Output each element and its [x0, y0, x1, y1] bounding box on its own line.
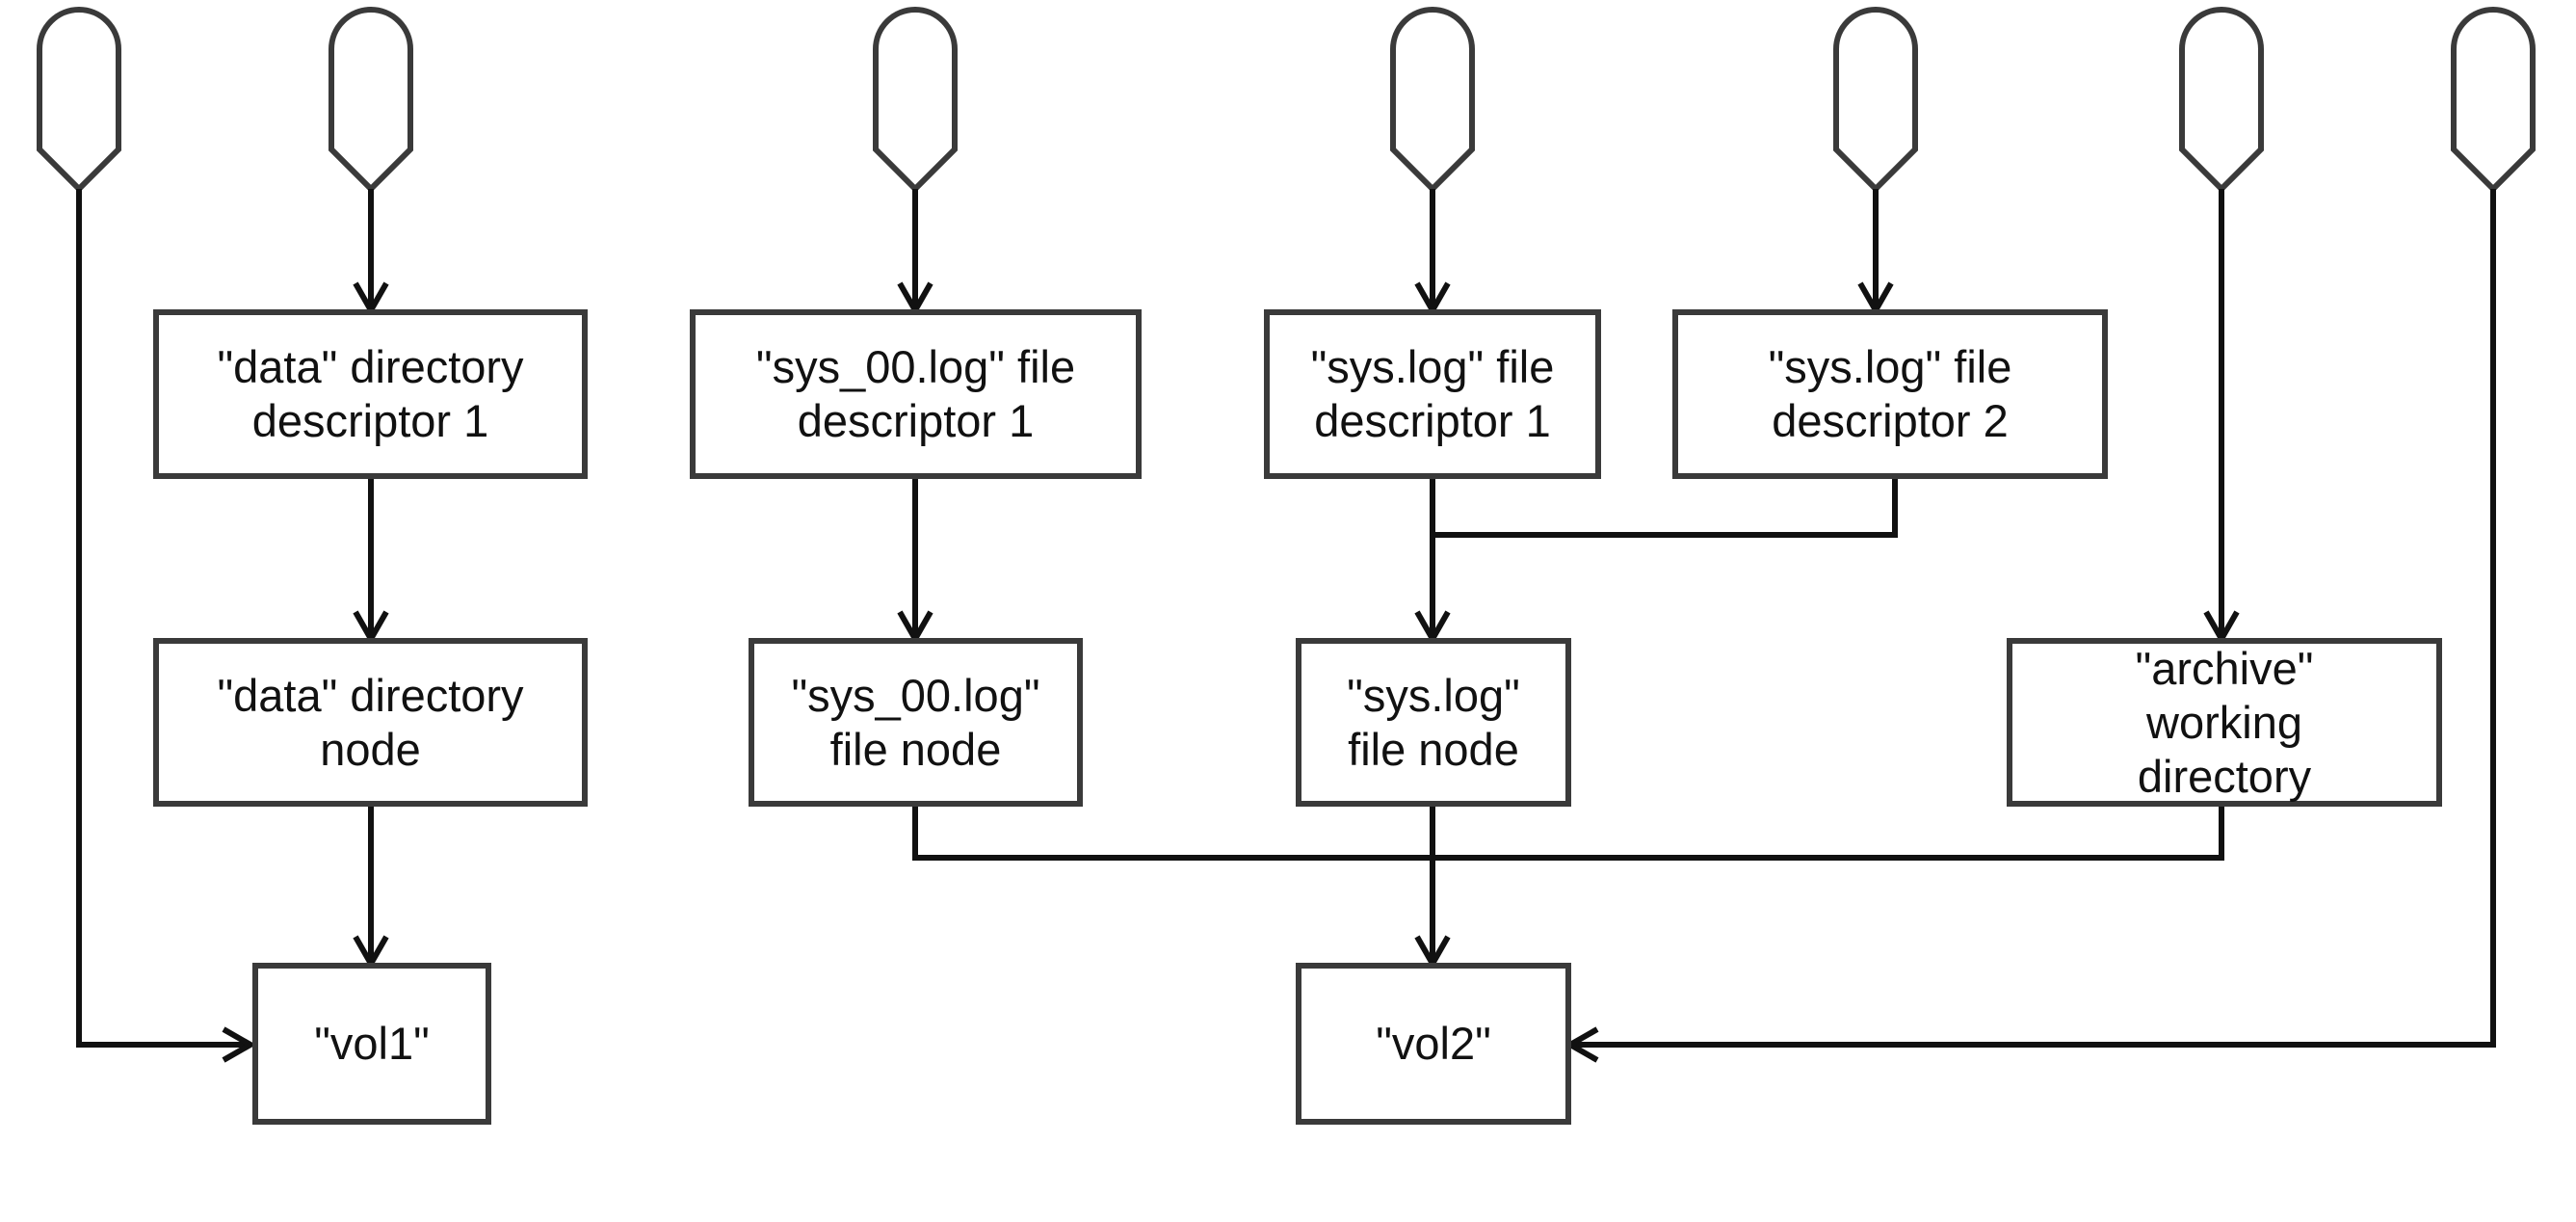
syslog-file-descriptor-1: "sys.log" file descriptor 1: [1264, 309, 1601, 479]
node-label: "sys.log" file descriptor 1: [1310, 341, 1555, 446]
handle-4: [1390, 7, 1475, 194]
syslog-file-descriptor-2: "sys.log" file descriptor 2: [1672, 309, 2108, 479]
node-label: "data" directory node: [217, 669, 524, 775]
node-label: "archive" working directory: [2135, 642, 2314, 802]
data-directory-node: "data" directory node: [153, 638, 588, 807]
sys00-file-node: "sys_00.log" file node: [749, 638, 1083, 807]
edge-sys00-node-vol2: [912, 807, 2224, 861]
edge-syslog-descriptor2-node: [1433, 479, 1898, 538]
node-label: "data" directory descriptor 1: [217, 341, 524, 446]
sys00-file-descriptor-1: "sys_00.log" file descriptor 1: [690, 309, 1142, 479]
node-label: "vol1": [314, 1018, 430, 1069]
node-label: "sys.log" file descriptor 2: [1768, 341, 2012, 446]
node-label: "sys_00.log" file node: [791, 669, 1040, 775]
handle-5: [1833, 7, 1918, 194]
handle-6: [2179, 7, 2264, 194]
syslog-file-node: "sys.log" file node: [1296, 638, 1571, 807]
node-label: "sys_00.log" file descriptor 1: [755, 341, 1076, 446]
volume-vol1: "vol1": [252, 963, 491, 1125]
node-label: "vol2": [1376, 1018, 1491, 1069]
edge-handle1-vol1: [76, 189, 249, 1048]
handle-1: [37, 7, 121, 194]
edge-handle7-vol2: [1572, 189, 2496, 1048]
data-directory-descriptor-1: "data" directory descriptor 1: [153, 309, 588, 479]
arrowhead: [222, 1026, 257, 1063]
node-label: "sys.log" file node: [1347, 669, 1520, 775]
handle-2: [329, 7, 413, 194]
handle-7: [2451, 7, 2536, 194]
archive-working-directory: "archive" working directory: [2007, 638, 2442, 807]
volume-vol2: "vol2": [1296, 963, 1571, 1125]
handle-3: [873, 7, 958, 194]
